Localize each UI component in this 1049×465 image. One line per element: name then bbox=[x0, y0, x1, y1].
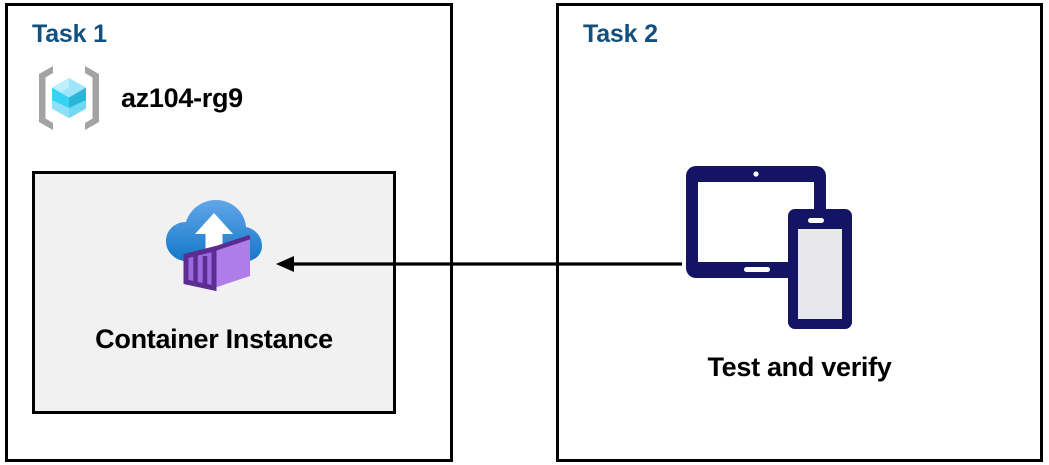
task-1-title: Task 1 bbox=[32, 20, 107, 48]
container-instance-label: Container Instance bbox=[95, 324, 333, 354]
task-2-title: Task 2 bbox=[583, 20, 658, 48]
container-instance-card: Container Instance bbox=[32, 171, 396, 414]
devices-label: Test and verify bbox=[707, 352, 892, 382]
resource-group-icon bbox=[31, 60, 107, 136]
resource-group-label: az104-rg9 bbox=[121, 82, 243, 113]
resource-group-row: az104-rg9 bbox=[31, 60, 243, 136]
